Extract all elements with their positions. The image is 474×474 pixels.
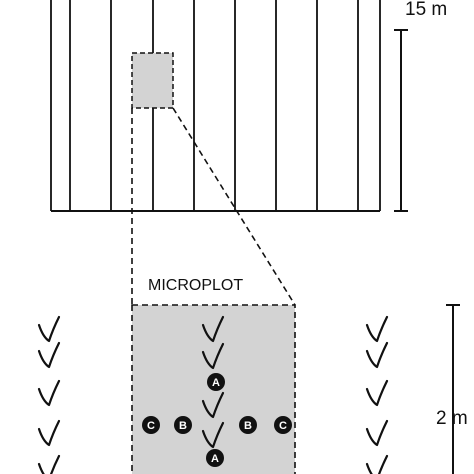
- marker-c-right: C: [274, 416, 292, 434]
- plant-row-center: [201, 315, 225, 449]
- field-rows: [50, 0, 381, 211]
- svg-text:C: C: [279, 420, 287, 432]
- plot-scale-label: 15 m: [405, 0, 447, 20]
- plant-seedling-icon: [365, 341, 389, 369]
- plant-seedling-icon: [201, 421, 225, 449]
- plant-row-right: [365, 315, 389, 474]
- svg-text:C: C: [147, 420, 155, 432]
- svg-text:B: B: [244, 420, 252, 432]
- marker-c-left: C: [142, 416, 160, 434]
- plant-seedling-icon: [37, 419, 61, 447]
- plant-seedling-icon: [37, 341, 61, 369]
- marker-a-lower: A: [206, 449, 224, 467]
- field-plot: [50, 0, 381, 212]
- svg-text:A: A: [211, 453, 219, 465]
- plant-seedling-icon: [201, 315, 225, 343]
- plant-seedling-icon: [201, 391, 225, 419]
- marker-b-left: B: [174, 416, 192, 434]
- plant-seedling-icon: [365, 315, 389, 343]
- sample-markers: A A B B C C: [142, 373, 292, 467]
- sample-area: [131, 52, 174, 109]
- microplot-scale-label: 2 m: [436, 408, 468, 429]
- svg-text:A: A: [212, 377, 220, 389]
- plant-seedling-icon: [201, 342, 225, 370]
- plot-scale-bar: [394, 29, 408, 212]
- plant-seedling-icon: [37, 379, 61, 407]
- plant-row-left: [37, 315, 61, 474]
- plant-seedling-icon: [37, 315, 61, 343]
- zoom-line-right: [172, 107, 296, 306]
- svg-text:B: B: [179, 420, 187, 432]
- plant-seedling-icon: [37, 454, 61, 474]
- microplot-scale-bar: [446, 304, 460, 474]
- microplot-title: MICROPLOT: [148, 277, 243, 294]
- marker-b-right: B: [239, 416, 257, 434]
- marker-a-upper: A: [207, 373, 225, 391]
- zoom-lines: [131, 107, 296, 306]
- plant-seedling-icon: [365, 419, 389, 447]
- plant-seedling-icon: [365, 454, 389, 474]
- plant-seedling-icon: [365, 379, 389, 407]
